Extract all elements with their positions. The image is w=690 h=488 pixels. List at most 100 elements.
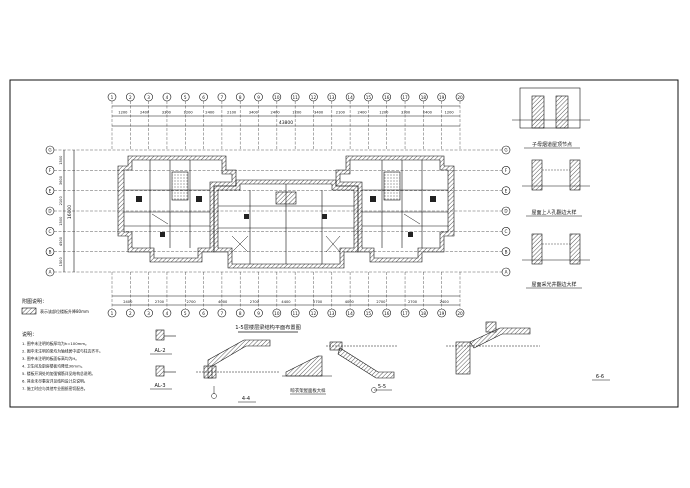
axis-label-left: F [49, 168, 52, 173]
axis-label-top: 8 [239, 95, 242, 100]
axis-label-bottom: 8 [239, 311, 242, 316]
note-line: 6. 其余未尽事宜详见结构设计总说明。 [22, 379, 88, 384]
axis-label-top: 19 [439, 95, 445, 100]
dimension-top: 1200 [292, 111, 302, 115]
axis-label-top: 16 [384, 95, 390, 100]
axis-label-bottom: 5 [184, 311, 187, 316]
axis-label-bottom: 7 [221, 311, 224, 316]
dimension-bottom: 4400 [281, 300, 291, 304]
dimension-top: 2100 [227, 111, 237, 115]
dimension-left: 1500 [59, 155, 63, 165]
axis-label-right: E [505, 188, 508, 193]
detail-chimney-roof-title: 子母烟道屋顶节点 [532, 141, 572, 148]
left-axis-bubbles: A B C D E F G [45, 145, 55, 277]
drawing-frame [9, 79, 679, 408]
profile-al-2-label: AL-2 [154, 348, 165, 354]
shaft-center [275, 191, 297, 205]
dimension-top: 1200 [379, 111, 389, 115]
dimension-top: 3400 [249, 111, 259, 115]
axis-label-bottom: 20 [457, 311, 463, 316]
axis-label-top: 6 [202, 95, 205, 100]
dimension-top: 3300 [162, 111, 172, 115]
axis-label-bottom: 1 [111, 311, 114, 316]
axis-label-left: A [49, 270, 52, 275]
axis-label-left: C [49, 229, 52, 234]
axis-label-top: 11 [292, 95, 298, 100]
axis-label-top: 18 [421, 95, 427, 100]
axis-label-bottom: 10 [274, 311, 280, 316]
axis-label-top: 2 [129, 95, 132, 100]
axis-label-bottom: 18 [421, 311, 427, 316]
axis-label-right: F [505, 168, 508, 173]
detail-drying-rack-title: 晾衣架屋面板大样 [290, 387, 326, 394]
axis-label-bottom: 13 [329, 311, 335, 316]
dimension-left: 3600 [59, 175, 63, 185]
detail-roof-hatch-curb: 屋面上人孔翻边大样 [522, 159, 590, 217]
note-line: 2. 图中未注明的梁均为轴线居中或与柱边齐平。 [22, 349, 103, 354]
axis-label-bottom: 11 [292, 311, 298, 316]
dimension-bottom: 2700 [250, 300, 260, 304]
legend-swatch [21, 307, 37, 315]
axis-label-top: 1 [111, 95, 114, 100]
detail-roof-hatch-curb-title: 屋面上人孔翻边大样 [531, 209, 576, 216]
dimension-top: 2400 [205, 111, 215, 115]
dimension-left: 1500 [59, 216, 63, 226]
legend: 附图说明： 表示该部位楼板升降80mm [21, 298, 89, 315]
dimension-bottom: 2700 [376, 300, 386, 304]
axis-label-top: 7 [221, 95, 224, 100]
axis-label-top: 5 [184, 95, 187, 100]
axis-label-top: 15 [366, 95, 372, 100]
dimension-top: 2400 [271, 111, 281, 115]
dimension-bottom: 2700 [408, 300, 418, 304]
detail-skylight-curb: 屋面采光井翻边大样 [522, 233, 590, 289]
axis-label-left: B [49, 249, 52, 254]
note-line: 4. 卫生间及厨房楼板均降低30mm。 [22, 364, 85, 369]
detail-skylight-curb-title: 屋面采光井翻边大样 [531, 281, 576, 288]
axis-label-right: G [504, 148, 507, 153]
section-6-6-label: 6-6 [596, 374, 604, 380]
dimension-bottom: 4000 [218, 300, 228, 304]
axis-label-top: 3 [147, 95, 150, 100]
detail-drying-rack: 晾衣架屋面板大样 [282, 355, 332, 395]
plan-title: 1-5层楼层梁结构平面布置图 [235, 323, 301, 331]
axis-label-top: 4 [166, 95, 169, 100]
dimension-bottom: 2700 [187, 300, 197, 304]
axis-label-bottom: 14 [347, 311, 353, 316]
axis-label-bottom: 15 [366, 311, 372, 316]
note-line: 7. 施工时应与其他专业图纸密切配合。 [22, 386, 88, 391]
axis-label-left: D [48, 209, 51, 214]
dimension-bottom: 2700 [313, 300, 323, 304]
section-5-5-label: 5-5 [378, 384, 386, 390]
axis-label-left: E [49, 188, 52, 193]
note-line: 1. 图中未注明的板厚均为h=100mm。 [22, 341, 89, 346]
dimension-top: 3300 [401, 111, 411, 115]
dimension-top: 2100 [336, 111, 346, 115]
axis-label-top: 13 [329, 95, 335, 100]
dimension-top: 1200 [445, 111, 455, 115]
axis-label-bottom: 17 [402, 311, 408, 316]
axis-label-left: G [48, 148, 51, 153]
dimension-left: 4500 [59, 236, 63, 246]
axis-label-bottom: 19 [439, 311, 445, 316]
dimension-bottom: 2400 [440, 300, 450, 304]
profile-al-3-label: AL-3 [154, 383, 165, 389]
axis-label-bottom: 9 [257, 311, 260, 316]
legend-heading: 附图说明： [22, 298, 47, 305]
stair-block-left [171, 171, 189, 201]
dimension-bottom: 2400 [123, 300, 133, 304]
axis-label-bottom: 3 [147, 311, 150, 316]
axis-label-bottom: 12 [311, 311, 317, 316]
note-line: 3. 图中未注明的板面标高均为H。 [22, 356, 79, 361]
axis-label-bottom: 6 [202, 311, 205, 316]
axis-label-bottom: 16 [384, 311, 390, 316]
dimension-bottom: 4000 [345, 300, 355, 304]
axis-label-top: 12 [311, 95, 317, 100]
total-depth-label: 16000 [67, 205, 73, 219]
top-dimension-chain: 43800 [112, 105, 460, 127]
bottom-dimension-chain [112, 295, 460, 306]
detail-chimney-roof: 子母烟道屋顶节点 [512, 87, 590, 149]
